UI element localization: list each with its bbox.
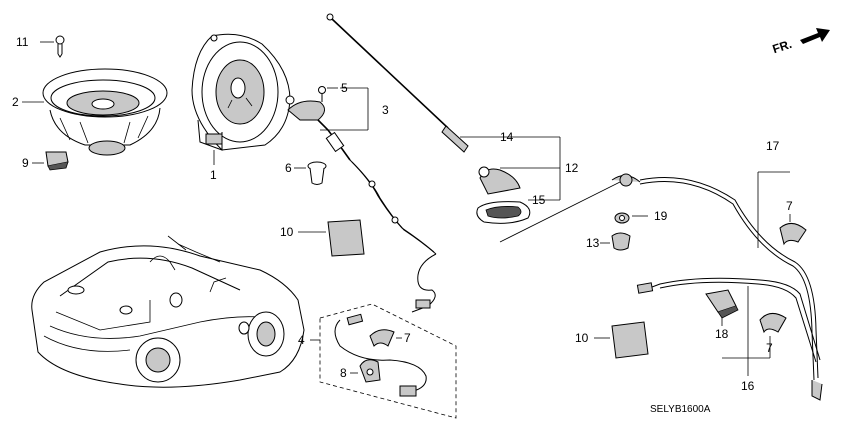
part-1-speaker (191, 33, 291, 165)
callout-17: 17 (766, 139, 780, 153)
callout-10-right: 10 (575, 331, 589, 345)
callout-13: 13 (586, 236, 600, 250)
part-11-screw (40, 35, 65, 58)
callout-18: 18 (715, 327, 729, 341)
callout-14: 14 (500, 130, 514, 144)
part-13-cap (600, 232, 631, 251)
part-4-antenna-cable-assembly (310, 253, 457, 419)
callout-8: 8 (340, 366, 347, 380)
part-7-clip-lower-right (759, 313, 787, 334)
car-illustration (31, 235, 305, 388)
callout-10-left: 10 (280, 225, 294, 239)
callout-16: 16 (741, 379, 755, 393)
diagram-code: SELYB1600A (650, 404, 711, 415)
callout-9: 9 (22, 156, 29, 170)
part-10-pad-right (594, 321, 649, 359)
callout-1: 1 (210, 168, 217, 182)
part-12-antenna-base (478, 166, 560, 195)
callout-2: 2 (12, 95, 19, 109)
part-7-clip-upper-right (779, 214, 807, 246)
callout-11-label: 11 (16, 35, 29, 49)
part-14-antenna-rod (326, 13, 561, 200)
callout-3: 3 (382, 103, 389, 117)
callout-19: 19 (654, 209, 668, 223)
direction-label: FR. (771, 37, 794, 56)
callout-7-upper-right: 7 (786, 199, 793, 213)
part-3-antenna-feeder (285, 87, 437, 255)
part-7-clip-center (369, 329, 402, 347)
part-19-grommet (614, 212, 648, 224)
part-9-clip (32, 151, 69, 171)
callout-7-center: 7 (404, 331, 411, 345)
part-16-17-antenna-cable (611, 171, 823, 401)
part-6-grommet (294, 161, 327, 185)
leader-line (499, 181, 621, 243)
arrow-icon (800, 28, 830, 44)
part-10-pad-left (298, 219, 365, 257)
part-5-screw (318, 86, 338, 102)
part-18-bracket (705, 289, 739, 326)
callout-15: 15 (532, 193, 546, 207)
part-15-gasket (476, 199, 560, 224)
front-direction-arrow: FR. (771, 28, 830, 56)
callout-4: 4 (298, 333, 305, 347)
part-8-clip (350, 359, 381, 383)
callout-6: 6 (285, 161, 292, 175)
part-2-door-speaker (22, 68, 168, 156)
callout-7-lower-right: 7 (766, 341, 773, 355)
callout-12: 12 (565, 161, 579, 175)
callout-5: 5 (341, 81, 348, 95)
